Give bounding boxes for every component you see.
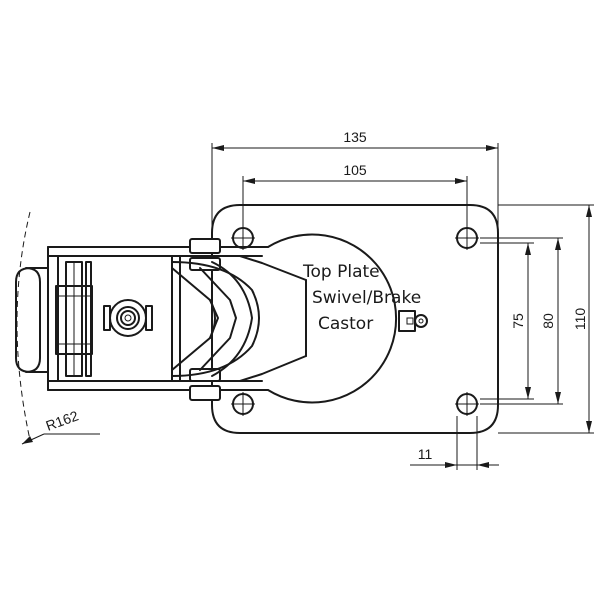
dimension-hole-diameter: 11 [410,416,499,470]
dimension-hole-spacing-outer: 80 [480,237,563,405]
mounting-holes [231,226,479,416]
mounting-hole-top-left [231,226,255,250]
dimension-hole-spacing-width: 105 [242,162,468,226]
dimension-75-label: 75 [510,313,526,329]
brake-nut [103,299,153,337]
mounting-hole-bottom-left [231,392,255,416]
top-plate [211,204,499,434]
label-castor: Castor [318,314,373,334]
mounting-hole-bottom-right [455,392,479,416]
dimension-r162-label: R162 [44,407,81,434]
dimension-overall-width: 135 [211,129,499,230]
dimension-80-label: 80 [540,313,556,329]
dimension-135-label: 135 [343,129,367,145]
dimension-overall-length: 110 [498,204,594,434]
grease-nipple-icon [398,310,428,332]
wheel [15,267,93,373]
mounting-hole-top-right [455,226,479,250]
label-swivel-brake: Swivel/Brake [312,288,421,308]
label-top-plate: Top Plate [302,262,380,282]
brake-lever [171,261,260,377]
dimension-105-label: 105 [343,162,367,178]
dimension-110-label: 110 [572,308,588,331]
fork-yoke [47,246,307,391]
swivel-bearing-circle [267,233,398,404]
dimension-hole-spacing-inner: 75 [480,242,534,400]
dimension-11-label: 11 [418,446,433,462]
